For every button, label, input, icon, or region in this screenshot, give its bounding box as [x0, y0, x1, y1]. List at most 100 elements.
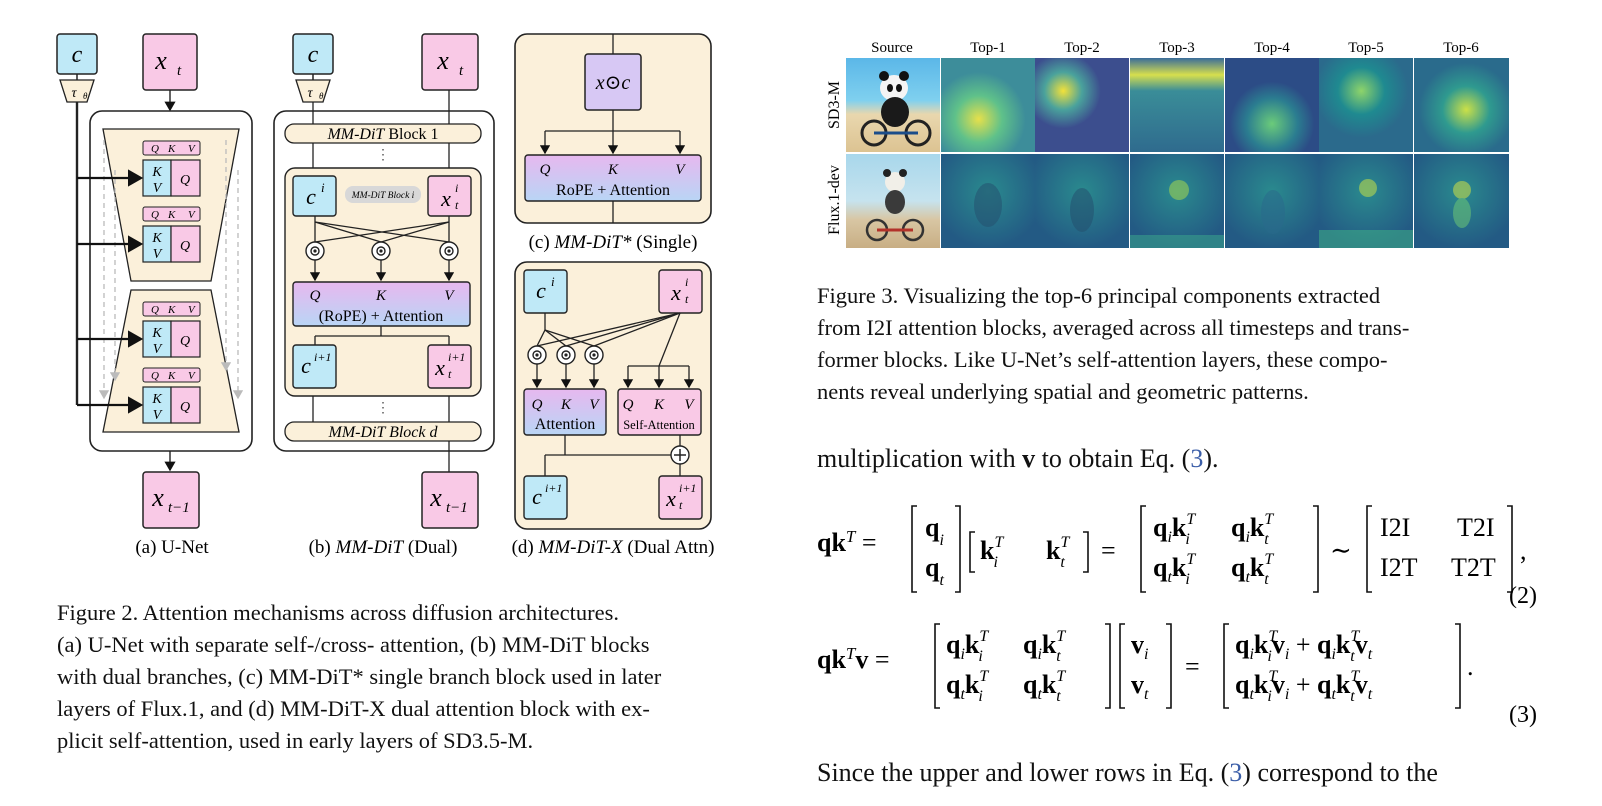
- svg-text:=: =: [1101, 536, 1116, 565]
- self-attn-label: Self-Attention: [623, 418, 695, 432]
- svg-text:i: i: [685, 275, 688, 289]
- svg-text:i: i: [455, 181, 458, 195]
- svg-text:Q: Q: [180, 334, 190, 349]
- col-header: Top-5: [1348, 40, 1384, 56]
- svg-text:Q: Q: [540, 162, 551, 178]
- svg-text:V: V: [684, 397, 695, 413]
- svg-text:x: x: [429, 483, 442, 512]
- svg-text:vi: vi: [1131, 630, 1148, 663]
- cond-c-b: c: [308, 42, 319, 68]
- svg-text:Q: Q: [180, 173, 190, 188]
- eq-ref-link[interactable]: 3: [1229, 758, 1243, 787]
- caption-line: former blocks. Like U-Net’s self-attenti…: [817, 347, 1388, 372]
- panel-d-mmditx: c i x i t Q: [512, 261, 714, 558]
- matrix-cell: I2I: [1380, 513, 1410, 542]
- col-header: Top-4: [1254, 40, 1290, 56]
- svg-text:i: i: [551, 274, 555, 289]
- matrix-cell: I2T: [1380, 553, 1418, 582]
- svg-text:K: K: [607, 162, 619, 178]
- svg-text:⋮: ⋮: [376, 148, 390, 163]
- eq-number: (2): [1509, 583, 1537, 609]
- svg-text:K: K: [653, 397, 665, 413]
- panel-c-mmdit-single: x⊙c Q K V RoPE + Attention (c) MM-DiT* (…: [514, 33, 712, 253]
- xt1-a-sub: t−1: [168, 500, 190, 516]
- attn-label-c: RoPE + Attention: [556, 182, 670, 199]
- source-image-flux: [846, 154, 940, 248]
- svg-text:K: K: [151, 392, 162, 407]
- svg-text:V: V: [589, 397, 600, 413]
- svg-text:x: x: [434, 355, 445, 380]
- svg-text:τ: τ: [307, 86, 313, 101]
- xt-b: x: [436, 46, 449, 75]
- svg-text:qkT =: qkT =: [817, 527, 877, 558]
- svg-text:x: x: [670, 280, 681, 305]
- body-text-line: multiplication with v to obtain Eq. (3).: [817, 444, 1219, 473]
- svg-text:c: c: [301, 353, 311, 378]
- svg-text:t: t: [448, 367, 452, 381]
- svg-text:V: V: [153, 247, 163, 262]
- svg-text:V: V: [188, 143, 196, 155]
- svg-text:=: =: [1185, 652, 1200, 681]
- svg-text:K: K: [167, 370, 176, 382]
- body-text-line: Since the upper and lower rows in Eq. (3…: [817, 758, 1438, 787]
- pc-map: [1130, 154, 1224, 248]
- svg-text:Q: Q: [151, 304, 159, 316]
- svg-text:t: t: [459, 63, 464, 79]
- svg-text:t: t: [455, 198, 459, 212]
- svg-text:.: .: [1467, 652, 1474, 681]
- block-d: MM-DiT Block d: [327, 424, 438, 441]
- svg-text:θ: θ: [319, 91, 324, 101]
- pc-map: [1130, 58, 1224, 152]
- svg-text:t: t: [679, 498, 683, 512]
- svg-text:,: ,: [1520, 536, 1527, 565]
- svg-text:x: x: [440, 186, 451, 211]
- svg-text:K: K: [560, 397, 572, 413]
- svg-text:Q: Q: [623, 397, 634, 413]
- figure-3-caption: Figure 3. Visualizing the top-6 principa…: [817, 280, 1509, 408]
- eq-ref-link[interactable]: 3: [1190, 444, 1204, 473]
- source-image-sd3: [846, 58, 940, 152]
- svg-text:Q: Q: [180, 239, 190, 254]
- svg-text:i: i: [321, 180, 325, 195]
- col-header: Top-6: [1443, 40, 1479, 56]
- panel-a-label: (a) U-Net: [135, 537, 209, 558]
- svg-text:Q: Q: [180, 400, 190, 415]
- svg-text:K: K: [151, 165, 162, 180]
- svg-text:Q: Q: [151, 370, 159, 382]
- xt1-a: x: [151, 483, 164, 512]
- svg-text:K: K: [151, 326, 162, 341]
- svg-text:x: x: [665, 486, 676, 511]
- svg-text:K: K: [151, 231, 162, 246]
- row-label: SD3-M: [826, 81, 843, 129]
- svg-text:qt: qt: [925, 553, 944, 589]
- attn-label-b: (RoPE) + Attention: [319, 308, 444, 325]
- tau-label: τ: [71, 86, 77, 101]
- col-header: Top-3: [1159, 40, 1195, 56]
- unet-block-4: Q K V K V Q: [142, 367, 201, 424]
- caption-line: layers of Flux.1, and (d) MM-DiT-X dual …: [57, 696, 650, 721]
- panel-b-mmdit-dual: c τ θ x t MM-DiT Block 1 ⋮ c i x i t MM-…: [273, 33, 495, 558]
- svg-text:Q: Q: [151, 209, 159, 221]
- pc-map: [1225, 58, 1319, 152]
- attn-label-d: Attention: [535, 416, 595, 433]
- row-label: Flux.1-dev: [826, 165, 843, 235]
- svg-text:kTi: kTi: [980, 534, 1004, 571]
- svg-text:qkTv =: qkTv =: [817, 644, 890, 675]
- svg-text:K: K: [167, 209, 176, 221]
- block-i-tag: MM-DiT Block i: [351, 191, 415, 201]
- svg-text:Q: Q: [310, 288, 321, 304]
- svg-text:V: V: [153, 342, 163, 357]
- svg-text:vt: vt: [1131, 670, 1149, 703]
- eq-number: (3): [1509, 702, 1537, 728]
- svg-text:qi: qi: [925, 513, 944, 549]
